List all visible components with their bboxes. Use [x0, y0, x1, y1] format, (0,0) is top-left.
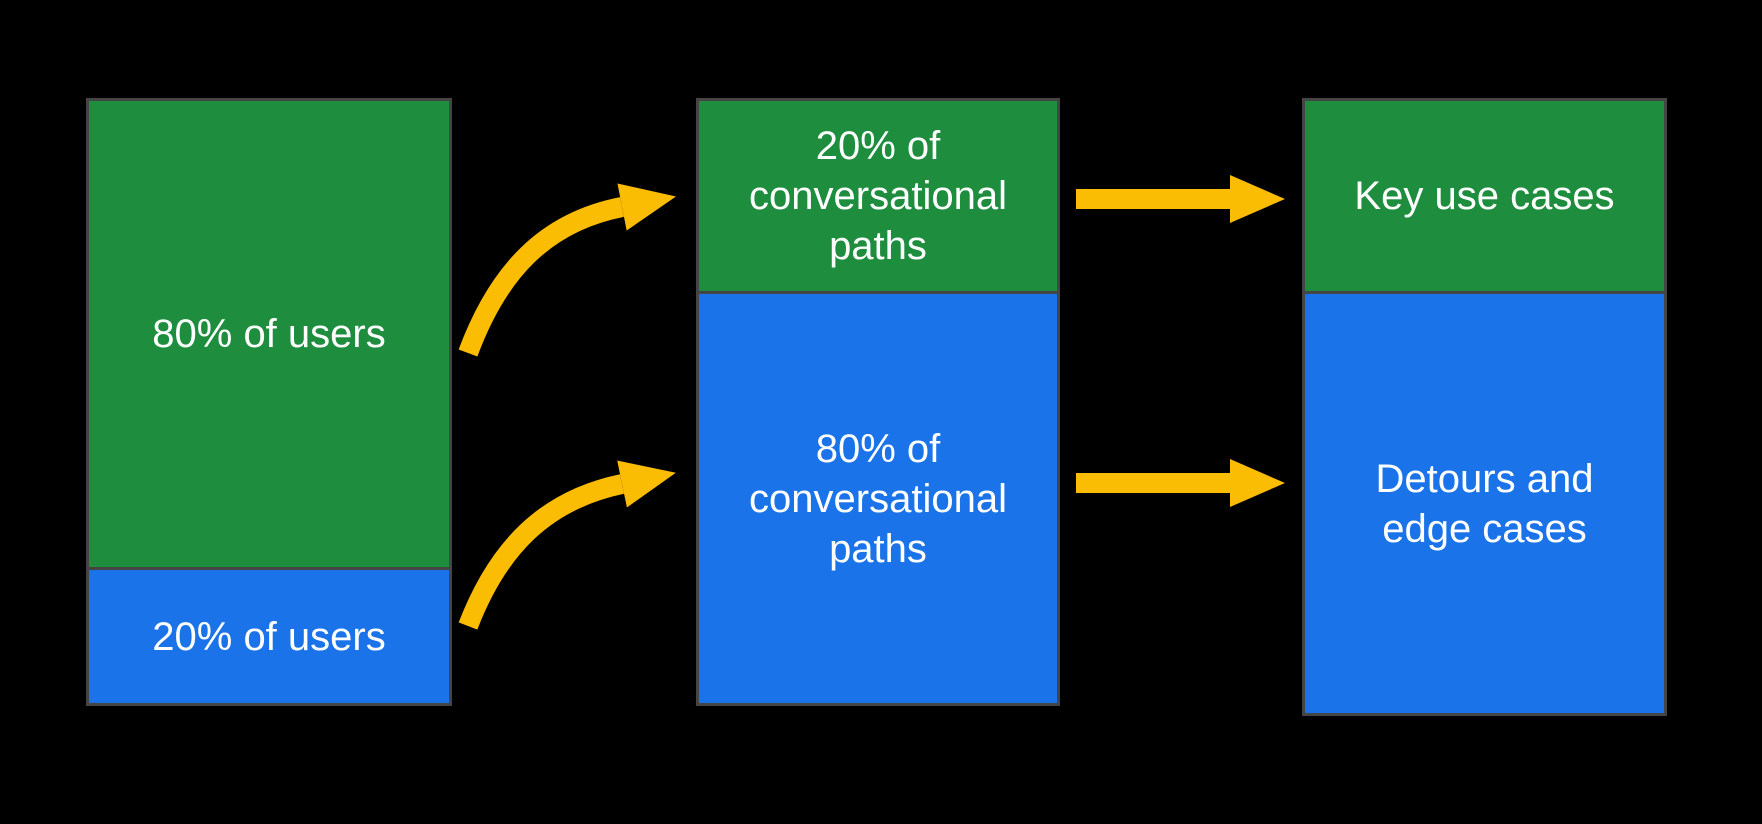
column-conversational-paths: 20% of conversational paths 80% of conve…: [696, 98, 1060, 706]
segment-divider: [89, 567, 449, 570]
segment-divider: [1305, 291, 1664, 294]
column-users: 80% of users 20% of users: [86, 98, 452, 706]
segment-key-use-cases: Key use cases: [1305, 101, 1664, 291]
column-outcomes: Key use cases Detours and edge cases: [1302, 98, 1667, 716]
arrow-users20-to-paths80: [458, 460, 676, 630]
segment-20pct-of-users: 20% of users: [89, 570, 449, 703]
segment-20pct-conversational-paths: 20% of conversational paths: [699, 101, 1057, 291]
segment-label-20pct-conversational-paths: 20% of conversational paths: [749, 124, 1007, 268]
arrow-users80-to-paths20: [458, 183, 676, 357]
segment-divider: [699, 291, 1057, 294]
segment-label-80pct-of-users: 80% of users: [152, 312, 386, 356]
segment-detours-and-edge-cases: Detours and edge cases: [1305, 294, 1664, 713]
segment-label-key-use-cases: Key use cases: [1354, 174, 1615, 218]
segment-80pct-of-users: 80% of users: [89, 101, 449, 567]
segment-label-20pct-of-users: 20% of users: [152, 614, 386, 659]
segment-80pct-conversational-paths: 80% of conversational paths: [699, 294, 1057, 703]
segment-label-80pct-conversational-paths: 80% of conversational paths: [749, 426, 1007, 571]
segment-label-detours-and-edge-cases: Detours and edge cases: [1375, 456, 1594, 551]
